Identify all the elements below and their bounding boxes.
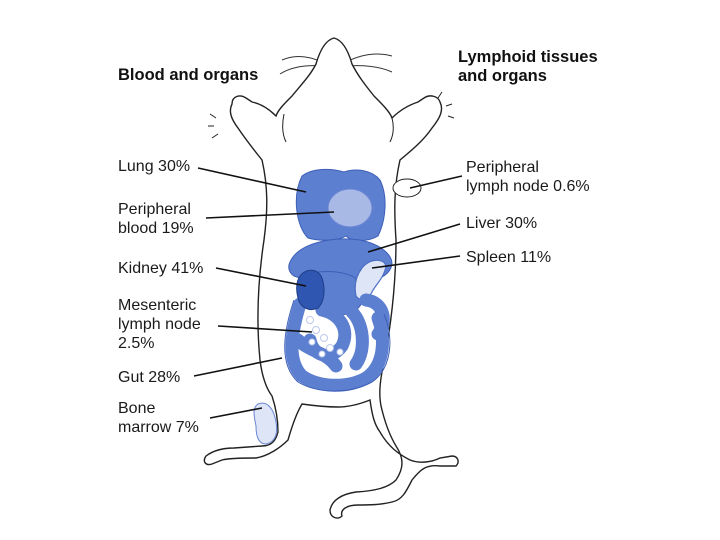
peripheral-lymph-node-organ — [392, 178, 422, 198]
leader-liver — [367, 223, 461, 253]
mesenteric-lymph-nodes — [306, 316, 344, 358]
gut-outlines — [284, 299, 391, 392]
label-lung: Lung 30% — [118, 158, 191, 175]
heading-blood-and-organs: Blood and organs — [118, 66, 259, 84]
leader-kidney — [215, 267, 307, 287]
leader-mesenteric — [217, 325, 313, 333]
label-peripheral-lymph-node: Peripheral lymph node 0.6% — [466, 159, 590, 195]
label-gut: Gut 28% — [118, 369, 181, 386]
label-peripheral-blood: Peripheral blood 19% — [118, 201, 194, 237]
label-spleen: Spleen 11% — [466, 249, 552, 266]
label-kidney: Kidney 41% — [118, 260, 204, 277]
leader-peripheral-blood — [205, 211, 335, 219]
paw-details — [208, 91, 455, 143]
leader-spleen — [371, 255, 461, 269]
leader-lines — [193, 167, 463, 419]
spleen-organ — [354, 259, 387, 301]
gut-intestines — [285, 293, 390, 392]
leader-gut — [193, 357, 283, 377]
bone-marrow-organ — [253, 402, 278, 445]
leader-peripheral-lymph-node — [409, 175, 463, 189]
leader-lung — [197, 167, 307, 193]
label-bone-marrow: Bone marrow 7% — [118, 400, 199, 436]
label-mesenteric-lymph-node: Mesenteric lymph node 2.5% — [118, 297, 201, 352]
peripheral-blood-organ — [327, 188, 373, 228]
leader-bone-marrow — [209, 407, 263, 419]
kidney-organ — [296, 269, 325, 311]
label-liver: Liver 30% — [466, 215, 538, 232]
heading-lymphoid-tissues: Lymphoid tissues and organs — [458, 48, 598, 85]
